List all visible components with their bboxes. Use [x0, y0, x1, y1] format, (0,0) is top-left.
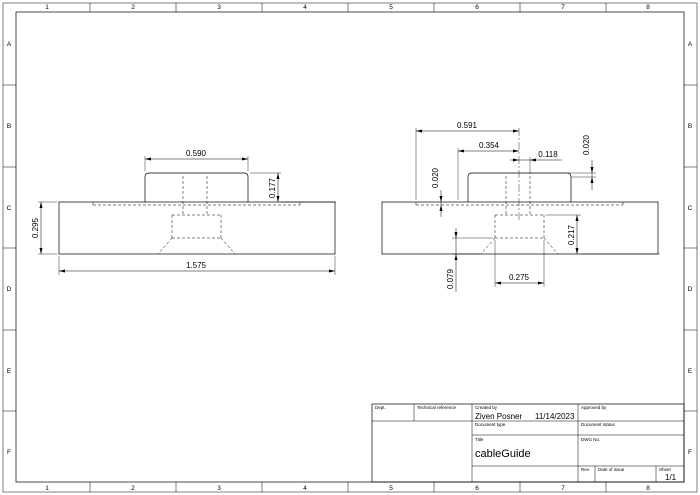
- dim-text: 0.591: [457, 121, 478, 130]
- dim-left-total-width: 1.575: [58, 256, 336, 275]
- col-label: 6: [475, 4, 479, 11]
- col-label: 3: [217, 4, 221, 11]
- dim-text: 0.177: [268, 177, 277, 198]
- created-by-label: Created by: [475, 405, 498, 410]
- row-label: D: [688, 286, 693, 293]
- col-label: 5: [389, 485, 393, 492]
- inner-border: [15, 11, 685, 483]
- column-labels-bottom: 1 2 3 4 5 6 7 8: [45, 485, 650, 492]
- dwg-no-label: DWG No.: [581, 437, 600, 442]
- dim-right-354: 0.354: [457, 141, 519, 200]
- dim-text: 0.590: [186, 149, 207, 158]
- approved-by-label: Approved by: [581, 405, 607, 410]
- right-hidden-lines: [415, 176, 624, 255]
- dim-text: 0.079: [446, 268, 455, 289]
- dim-text: 0.275: [509, 273, 530, 282]
- dim-right-591: 0.591: [415, 121, 519, 200]
- dim-text: 0.295: [31, 217, 40, 238]
- dim-right-079: 0.079: [446, 228, 493, 292]
- dim-text: 0.020: [431, 167, 440, 188]
- dim-text: 1.575: [186, 261, 207, 270]
- sheet-value: 1/1: [665, 473, 677, 482]
- col-label: 1: [45, 485, 49, 492]
- left-view: 0.590 0.177 0.295 1.575: [31, 149, 336, 275]
- dim-text: 0.354: [479, 141, 500, 150]
- dim-text: 0.217: [567, 224, 576, 245]
- dim-right-020-left: 0.020: [431, 167, 443, 217]
- row-label: C: [7, 205, 12, 212]
- col-label: 4: [303, 4, 307, 11]
- drawing-title: cableGuide: [475, 448, 531, 460]
- row-label: F: [688, 449, 692, 456]
- col-label: 5: [389, 4, 393, 11]
- col-label: 8: [646, 485, 650, 492]
- dim-text: 0.118: [538, 150, 558, 159]
- dim-right-020-top: 0.020: [567, 134, 596, 190]
- col-label: 3: [217, 485, 221, 492]
- title-label: Title: [475, 437, 484, 442]
- row-labels-left: A B C D E F: [7, 41, 12, 456]
- title-block: Dept. Technical reference Created by Ziv…: [371, 403, 685, 483]
- dim-left-base-height: 0.295: [31, 201, 57, 255]
- row-label: B: [7, 123, 11, 130]
- col-label: 1: [45, 4, 49, 11]
- row-labels-right: A B C D E F: [688, 41, 693, 456]
- row-label: E: [688, 368, 693, 375]
- row-label: F: [7, 449, 11, 456]
- zone-ticks: [3, 3, 697, 492]
- col-label: 7: [561, 485, 565, 492]
- col-label: 2: [131, 4, 135, 11]
- row-label: E: [7, 368, 12, 375]
- col-label: 4: [303, 485, 307, 492]
- row-label: B: [688, 123, 692, 130]
- row-label: A: [7, 41, 12, 48]
- date-of-issue-label: Date of issue: [598, 467, 625, 472]
- dept-label: Dept.: [375, 405, 386, 410]
- dim-text: 0.020: [582, 134, 591, 155]
- created-date-value: 11/14/2023: [535, 412, 575, 421]
- tech-ref-label: Technical reference: [417, 405, 457, 410]
- left-boss: [144, 172, 249, 202]
- col-label: 2: [131, 485, 135, 492]
- row-label: C: [688, 205, 693, 212]
- row-label: A: [688, 41, 693, 48]
- dim-left-width: 0.590: [144, 149, 249, 171]
- sheet-label: Sheet: [659, 467, 672, 472]
- col-label: 7: [561, 4, 565, 11]
- left-hidden-lines: [92, 176, 301, 255]
- dim-right-275: 0.275: [494, 240, 545, 287]
- right-view: 0.591 0.354 0.118 0.020: [381, 121, 660, 292]
- right-base: [381, 201, 659, 255]
- created-by-value: Ziven Posner: [475, 412, 522, 421]
- left-base: [58, 201, 336, 255]
- doc-status-label: Document status: [581, 422, 616, 427]
- doc-type-label: Document type: [475, 422, 506, 427]
- dim-right-217: 0.217: [546, 214, 660, 255]
- col-label: 8: [646, 4, 650, 11]
- dim-left-boss-height: 0.177: [250, 172, 336, 203]
- right-boss: [467, 172, 572, 202]
- dim-right-118: 0.118: [510, 150, 562, 174]
- column-labels-top: 1 2 3 4 5 6 7 8: [45, 4, 650, 11]
- rev-label: Rev.: [581, 467, 590, 472]
- col-label: 6: [475, 485, 479, 492]
- row-label: D: [7, 286, 12, 293]
